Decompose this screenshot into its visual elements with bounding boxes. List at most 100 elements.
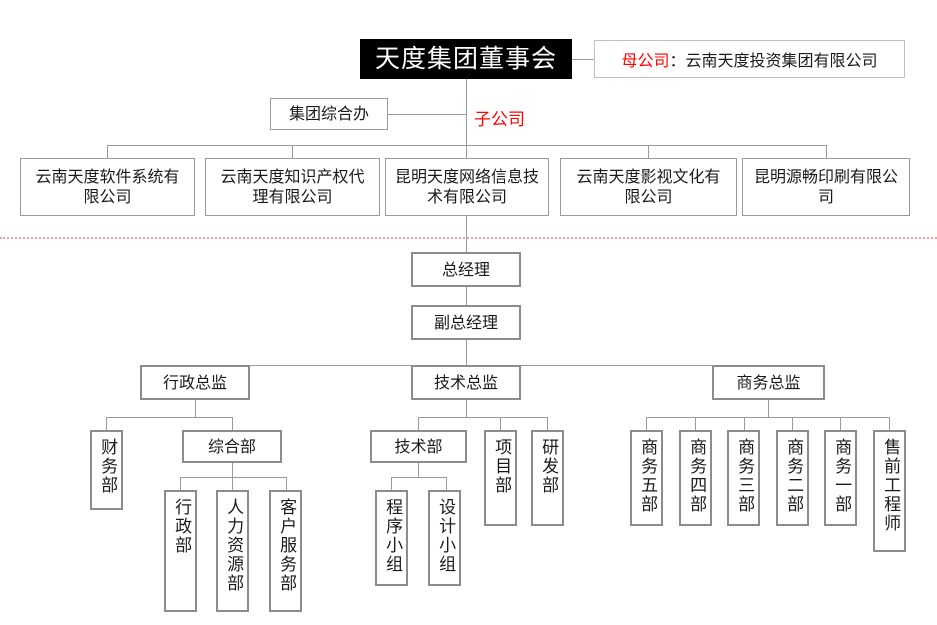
business-unit-label-1: 商务五部 — [637, 438, 658, 514]
connector-drop-subsidiary-5 — [826, 145, 827, 158]
connector-drop-finance — [106, 417, 107, 430]
connector-drop-business-3 — [744, 417, 745, 430]
subsidiary-label-2: 云南天度知识产权代理有限公司 — [220, 167, 365, 206]
business-unit-label-5: 商务一部 — [831, 438, 852, 514]
connector-tech-director-down — [466, 400, 467, 417]
connector-tech-bus — [418, 417, 547, 418]
business-unit-box-3[interactable]: 商务三部 — [727, 430, 760, 526]
connector-business-director-down — [768, 400, 769, 417]
general-affairs-dept-label: 综合部 — [207, 436, 256, 456]
connector-drop-business-2 — [695, 417, 696, 430]
connector-drop-subsidiary-4 — [648, 145, 649, 158]
connector-admin-bus — [106, 417, 232, 418]
hr-dept-box[interactable]: 人力资源部 — [216, 490, 249, 612]
connector-drop-subsidiary-2 — [292, 145, 293, 158]
deputy-general-manager-label: 副总经理 — [433, 312, 498, 332]
parent-company-box[interactable]: 母公司：云南天度投资集团有限公司 — [594, 40, 905, 78]
project-dept-label: 项目部 — [491, 438, 512, 495]
subsidiary-box-3[interactable]: 昆明天度网络信息技术有限公司 — [385, 158, 549, 216]
parent-company-separator: ： — [669, 51, 686, 70]
rd-dept-label: 研发部 — [538, 438, 559, 495]
business-unit-box-4[interactable]: 商务二部 — [776, 430, 809, 526]
connector-dgm-down — [466, 340, 467, 365]
admin-dept-box[interactable]: 行政部 — [164, 490, 197, 612]
connector-root-down — [466, 79, 467, 145]
connector-drop-subsidiary-1 — [107, 145, 108, 158]
parent-company-name: 云南天度投资集团有限公司 — [685, 51, 878, 70]
business-unit-box-1[interactable]: 商务五部 — [630, 430, 663, 526]
connector-tech-dept-bus — [391, 477, 446, 478]
business-unit-box-5[interactable]: 商务一部 — [824, 430, 857, 526]
group-office-box[interactable]: 集团综合办 — [270, 98, 388, 130]
director-label-admin: 行政总监 — [162, 372, 227, 392]
business-unit-box-2[interactable]: 商务四部 — [679, 430, 712, 526]
director-label-tech: 技术总监 — [433, 372, 498, 392]
connector-drop-subsidiary-3 — [466, 145, 467, 158]
connector-drop-hr-dept — [232, 477, 233, 490]
subsidiary-box-5[interactable]: 昆明源畅印刷有限公司 — [742, 158, 910, 216]
connector-drop-business-4 — [792, 417, 793, 430]
design-group-label: 设计小组 — [435, 498, 456, 574]
finance-dept-label: 财务部 — [97, 438, 118, 495]
parent-company-tag: 母公司 — [621, 51, 670, 70]
tech-dept-box[interactable]: 技术部 — [370, 430, 467, 463]
director-box-admin[interactable]: 行政总监 — [140, 365, 250, 400]
director-box-tech[interactable]: 技术总监 — [411, 365, 521, 400]
business-unit-label-3: 商务三部 — [734, 438, 755, 514]
connector-drop-business-6 — [889, 417, 890, 430]
connector-drop-rd-dept — [547, 417, 548, 430]
connector-root-to-parent-company — [572, 59, 594, 60]
finance-dept-box[interactable]: 财务部 — [90, 430, 123, 510]
connector-drop-business-5 — [840, 417, 841, 430]
connector-subsidiaries-bus — [107, 145, 827, 146]
connector-general-affairs-bus — [180, 477, 286, 478]
connector-drop-design-group — [446, 477, 447, 490]
program-group-box[interactable]: 程序小组 — [375, 490, 408, 586]
connector-drop-program-group — [391, 477, 392, 490]
general-manager-label: 总经理 — [441, 259, 490, 279]
connector-admin-director-down — [195, 400, 196, 417]
customer-service-dept-label: 客户服务部 — [276, 498, 297, 593]
customer-service-dept-box[interactable]: 客户服务部 — [269, 490, 302, 612]
connector-trunk-through-divider — [466, 216, 467, 253]
connector-drop-admin-dept — [180, 477, 181, 490]
board-of-directors-box[interactable]: 天度集团董事会 — [360, 39, 572, 79]
section-divider — [0, 237, 937, 239]
rd-dept-box[interactable]: 研发部 — [531, 430, 564, 526]
hr-dept-label: 人力资源部 — [223, 498, 244, 593]
presales-engineer-label: 售前工程师 — [880, 438, 901, 533]
deputy-general-manager-box[interactable]: 副总经理 — [411, 305, 521, 340]
business-unit-label-2: 商务四部 — [686, 438, 707, 514]
subsidiary-label-3: 昆明天度网络信息技术有限公司 — [394, 167, 539, 206]
general-affairs-dept-box[interactable]: 综合部 — [182, 430, 282, 463]
connector-drop-project-dept — [500, 417, 501, 430]
board-of-directors-label: 天度集团董事会 — [374, 44, 557, 74]
director-label-business: 商务总监 — [736, 372, 801, 392]
admin-dept-label: 行政部 — [171, 498, 192, 555]
subsidiary-label-4: 云南天度影视文化有限公司 — [576, 167, 721, 206]
connector-general-affairs-down — [232, 463, 233, 477]
project-dept-box[interactable]: 项目部 — [484, 430, 517, 526]
subsidiary-label-1: 云南天度软件系统有限公司 — [35, 167, 180, 206]
tech-dept-label: 技术部 — [394, 436, 443, 456]
subsidiary-box-2[interactable]: 云南天度知识产权代理有限公司 — [205, 158, 380, 216]
program-group-label: 程序小组 — [382, 498, 403, 574]
general-manager-box[interactable]: 总经理 — [411, 252, 521, 287]
connector-drop-general-affairs — [232, 417, 233, 430]
subsidiary-label: 子公司 — [474, 110, 525, 130]
connector-business-bus — [646, 417, 889, 418]
presales-engineer-box[interactable]: 售前工程师 — [873, 430, 906, 552]
subsidiary-label-5: 昆明源畅印刷有限公司 — [753, 167, 898, 206]
connector-drop-business-1 — [646, 417, 647, 430]
director-box-business[interactable]: 商务总监 — [712, 365, 825, 400]
subsidiary-box-4[interactable]: 云南天度影视文化有限公司 — [560, 158, 737, 216]
connector-gm-to-dgm — [466, 287, 467, 305]
connector-tech-dept-down — [418, 463, 419, 477]
connector-drop-tech-dept — [418, 417, 419, 430]
design-group-box[interactable]: 设计小组 — [428, 490, 461, 586]
connector-group-office-to-trunk — [388, 114, 466, 115]
business-unit-label-4: 商务二部 — [783, 438, 804, 514]
subsidiary-box-1[interactable]: 云南天度软件系统有限公司 — [20, 158, 195, 216]
connector-drop-customer-service-dept — [286, 477, 287, 490]
